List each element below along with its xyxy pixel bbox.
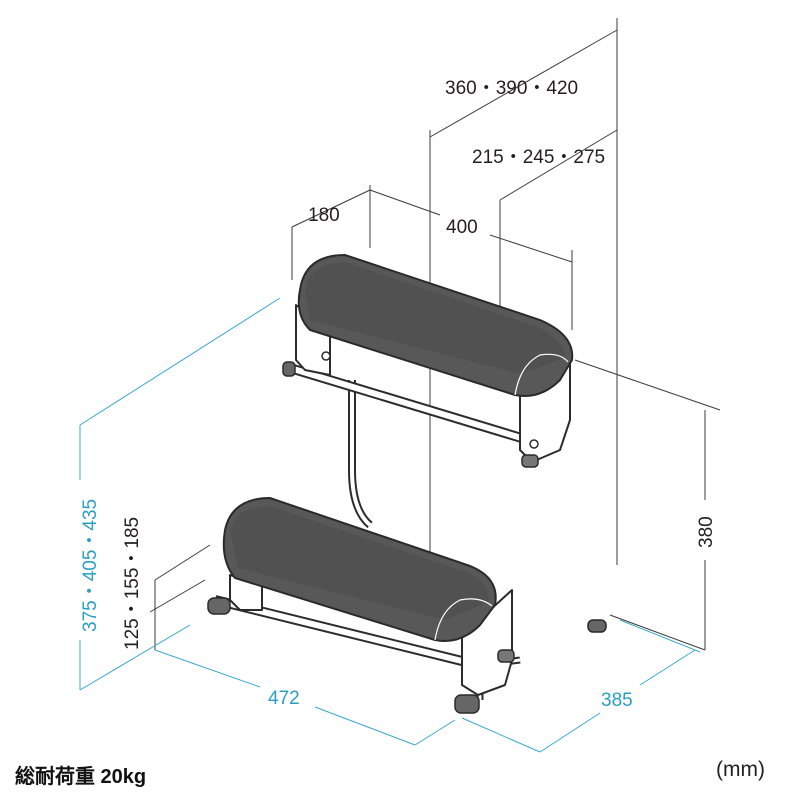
unit-label: (mm) — [716, 758, 765, 781]
dimension-lines-cyan — [79, 297, 701, 753]
label-top-width: 400 — [446, 217, 478, 238]
foot-rear-right — [587, 619, 607, 633]
label-right-height: 380 — [696, 516, 717, 548]
label-left-height-outer: 375・405・435 — [80, 499, 101, 632]
foot-upper-left — [282, 361, 296, 377]
label-bottom-width: 472 — [268, 688, 300, 709]
label-left-height-inner: 125・155・185 — [122, 517, 143, 650]
load-capacity-caption: 総耐荷重 20kg — [15, 766, 147, 788]
foot-front-right — [454, 694, 480, 714]
label-top-depth: 180 — [308, 205, 340, 226]
label-top-diag-1: 360・390・420 — [445, 78, 578, 99]
label-top-diag-2: 215・245・275 — [472, 147, 605, 168]
dimension-labels: 360・390・420 215・245・275 180 400 380 375・… — [80, 78, 717, 711]
label-bottom-depth: 385 — [601, 690, 633, 711]
footrest-product — [207, 253, 607, 714]
foot-front-left — [207, 597, 231, 615]
dimension-lines-black — [149, 18, 721, 651]
